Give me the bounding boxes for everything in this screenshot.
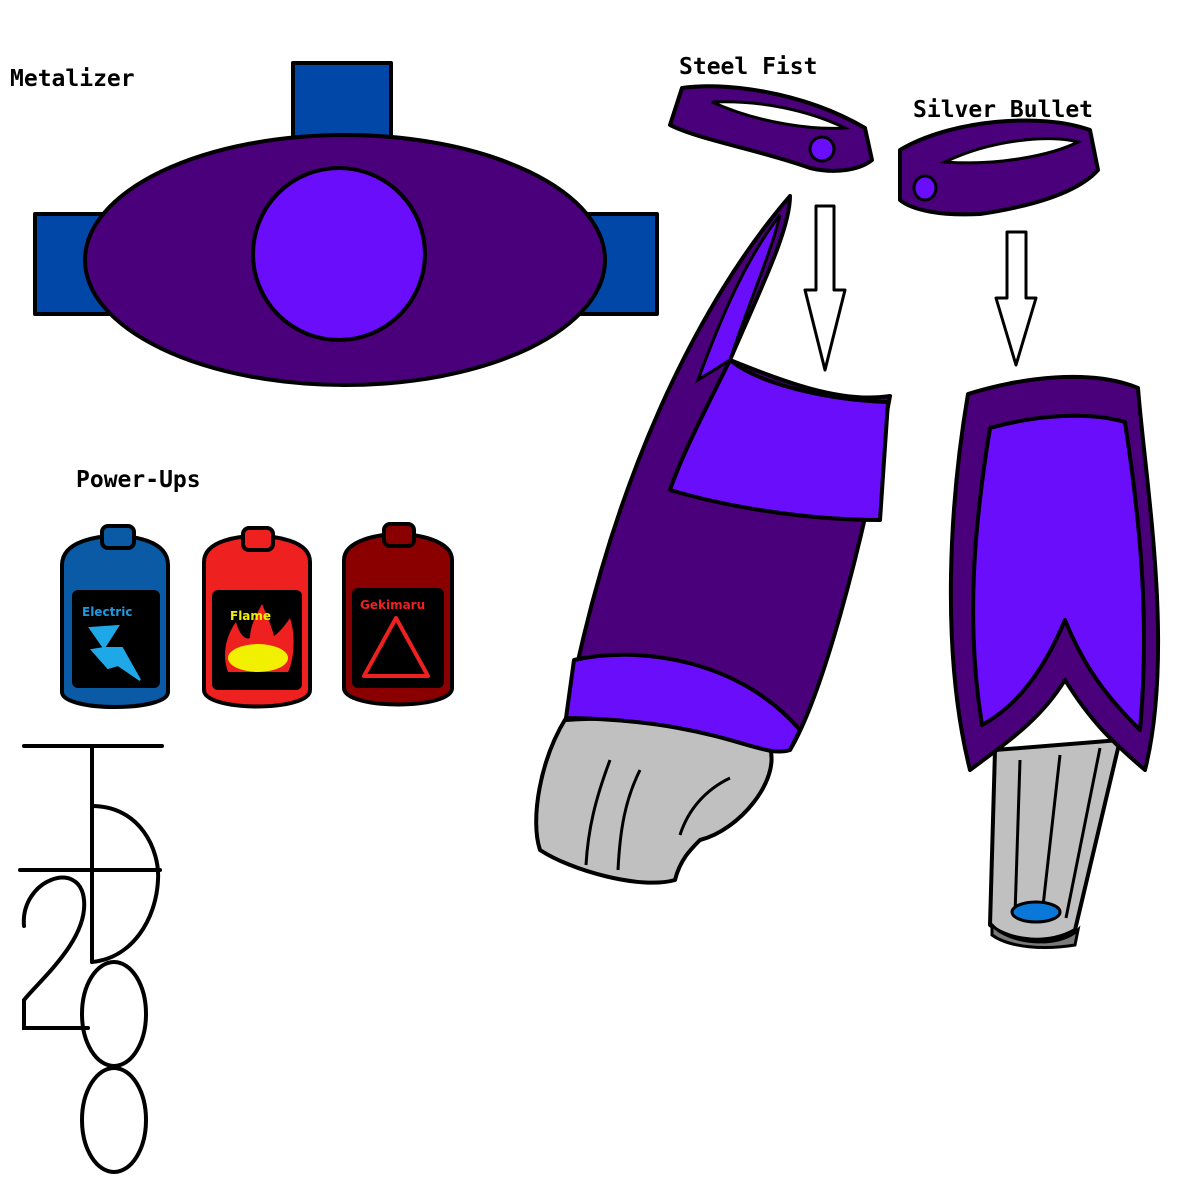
power-up-label-electric: Electric <box>82 605 132 619</box>
steel-fist-arrow <box>803 204 847 372</box>
power-up-label-gekimaru: Gekimaru <box>360 598 425 612</box>
silver-bullet-arrow <box>994 230 1038 367</box>
metalizer-belt <box>33 61 659 387</box>
belt-core <box>251 166 427 342</box>
steel-fist-ring <box>668 84 874 173</box>
silver-bullet-label: Silver Bullet <box>913 97 1093 123</box>
silver-bullet-arm <box>948 374 1161 950</box>
power-up-label-flame: Flame <box>230 609 271 623</box>
power-up-can-electric: Electric <box>60 524 170 709</box>
silver-bullet-ring <box>898 118 1100 217</box>
power-up-can-flame: Flame <box>202 526 312 709</box>
steel-fist-label: Steel Fist <box>679 54 817 80</box>
metalizer-label: Metalizer <box>10 66 135 92</box>
power-up-can-gekimaru: Gekimaru <box>342 522 454 707</box>
artist-signature <box>18 744 164 1174</box>
triangle-icon <box>362 616 430 678</box>
power-ups-label: Power-Ups <box>76 467 201 493</box>
steel-fist-arm <box>534 194 892 885</box>
lightning-icon <box>88 624 141 681</box>
